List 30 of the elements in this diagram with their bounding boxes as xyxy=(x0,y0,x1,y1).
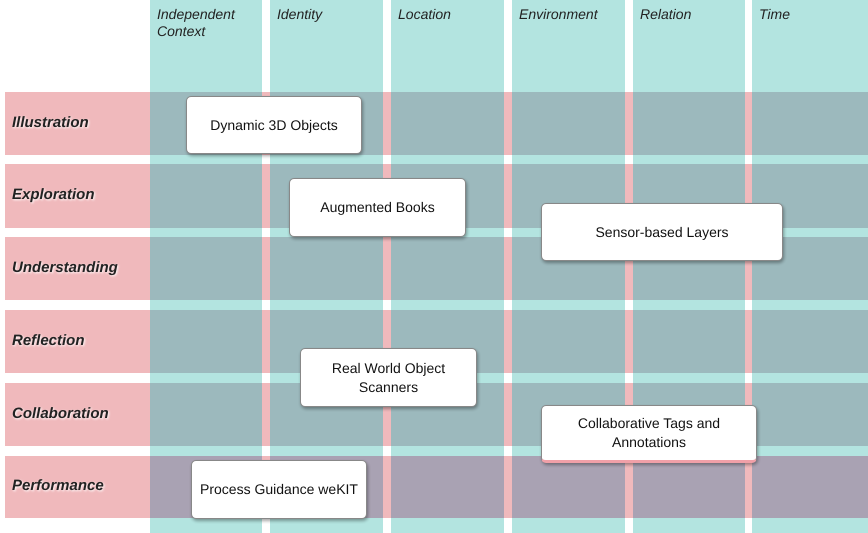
row-header: Exploration xyxy=(12,186,95,203)
column-band xyxy=(270,0,383,92)
row-band xyxy=(5,310,150,373)
row-header: Collaboration xyxy=(12,404,109,422)
row-header: Understanding xyxy=(12,258,118,276)
column-header: Relation xyxy=(640,6,692,23)
row-band xyxy=(5,383,150,446)
column-header: Location xyxy=(398,6,452,23)
column-header: Time xyxy=(759,6,791,23)
row-header: Reflection xyxy=(12,332,85,348)
concept-box: Sensor-based Layers xyxy=(541,203,783,261)
row-band xyxy=(5,92,150,155)
column-header: Identity xyxy=(277,6,324,23)
concept-box: Process Guidance weKIT xyxy=(191,460,367,519)
column-band xyxy=(633,0,745,92)
row-band xyxy=(5,164,150,228)
row-header: Illustration xyxy=(12,114,89,130)
column-band xyxy=(752,0,868,92)
column-band xyxy=(150,0,262,92)
row-band xyxy=(5,456,150,518)
concept-box: Real World Object Scanners xyxy=(300,348,477,407)
row-band xyxy=(5,237,150,300)
concept-box: Augmented Books xyxy=(289,178,466,237)
row-header: Performance xyxy=(12,477,104,494)
column-band xyxy=(512,0,625,92)
column-band xyxy=(391,0,504,92)
concept-box: Collaborative Tags and Annotations xyxy=(541,405,757,463)
column-header: Environment xyxy=(519,6,599,23)
concept-box: Dynamic 3D Objects xyxy=(186,96,362,154)
column-header: Independent Context xyxy=(157,6,236,40)
